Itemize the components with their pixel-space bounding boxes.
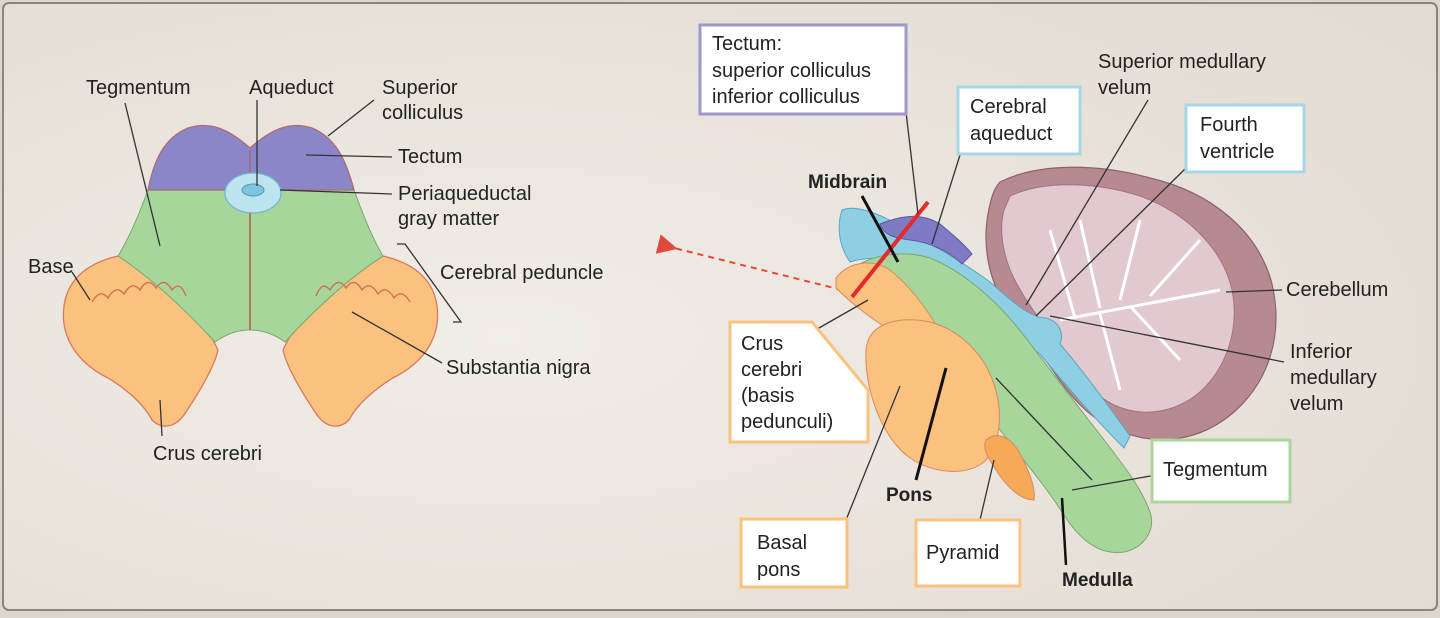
box-cerebral-aqueduct-line-1: Cerebral <box>970 96 1047 118</box>
box-basal-pons: Basal pons <box>739 517 849 589</box>
substantia-nigra-left <box>91 281 187 303</box>
label-periaqueductal-1: Periaqueductal <box>398 183 531 205</box>
label-cerebellum: Cerebellum <box>1286 279 1388 301</box>
box-tegmentum: Tegmentum <box>1150 438 1292 504</box>
box-cerebral-aqueduct-line-2: aqueduct <box>970 123 1053 145</box>
box-crus-line-4: pedunculi) <box>741 411 833 433</box>
label-superior-medullary-velum-1: Superior medullary <box>1098 51 1266 73</box>
label-pons: Pons <box>886 485 932 506</box>
box-tectum-line-3: inferior colliculus <box>712 86 860 108</box>
box-crus-line-3: (basis <box>741 385 794 407</box>
substantia-nigra-right <box>315 281 411 303</box>
box-tectum-line-2: superior colliculus <box>712 60 871 82</box>
arbor-vitae <box>1048 219 1221 391</box>
box-pyramid: Pyramid <box>914 518 1022 588</box>
box-fourth-ventricle-line-1: Fourth <box>1200 114 1258 136</box>
label-base: Base <box>28 256 74 278</box>
label-substantia-nigra: Substantia nigra <box>446 357 591 379</box>
box-crus-cerebri: Crus cerebri (basis pedunculi) <box>728 320 870 444</box>
box-fourth-ventricle: Fourth ventricle <box>1184 103 1306 174</box>
label-tegmentum: Tegmentum <box>86 77 191 99</box>
section-arrow <box>655 234 843 291</box>
box-tectum-line-1: Tectum: <box>712 33 782 55</box>
label-inferior-medullary-velum-3: velum <box>1290 393 1343 415</box>
pyramid-region <box>984 435 1035 501</box>
label-inferior-medullary-velum-2: medullary <box>1290 367 1377 389</box>
sagittal-brainstem: Tectum: superior colliculus inferior col… <box>698 23 1388 591</box>
box-crus-line-2: cerebri <box>741 359 802 381</box>
box-basal-pons-line-2: pons <box>757 559 800 581</box>
box-fourth-ventricle-line-2: ventricle <box>1200 141 1274 163</box>
label-periaqueductal-2: gray matter <box>398 208 499 230</box>
label-superior-medullary-velum-2: velum <box>1098 77 1151 99</box>
label-cerebral-peduncle: Cerebral peduncle <box>440 262 603 284</box>
box-cerebral-aqueduct: Cerebral aqueduct <box>956 85 1082 156</box>
box-crus-line-1: Crus <box>741 333 783 355</box>
label-superior-colliculus-2: colliculus <box>382 102 463 124</box>
tectum-region <box>147 124 355 191</box>
box-tegmentum-text: Tegmentum <box>1163 459 1268 481</box>
label-tectum: Tectum <box>398 146 462 168</box>
label-midbrain: Midbrain <box>808 172 887 193</box>
box-basal-pons-line-1: Basal <box>757 532 807 554</box>
label-aqueduct: Aqueduct <box>249 77 334 99</box>
label-inferior-medullary-velum-1: Inferior <box>1290 341 1353 363</box>
label-crus-cerebri: Crus cerebri <box>153 443 262 465</box>
aqueduct-region <box>241 183 265 197</box>
label-superior-colliculus-1: Superior <box>382 77 458 99</box>
midbrain-cross-section: Tegmentum Aqueduct Superior colliculus T… <box>28 77 603 465</box>
box-pyramid-text: Pyramid <box>926 542 999 564</box>
label-medulla: Medulla <box>1062 570 1133 591</box>
box-tectum: Tectum: superior colliculus inferior col… <box>698 23 908 116</box>
